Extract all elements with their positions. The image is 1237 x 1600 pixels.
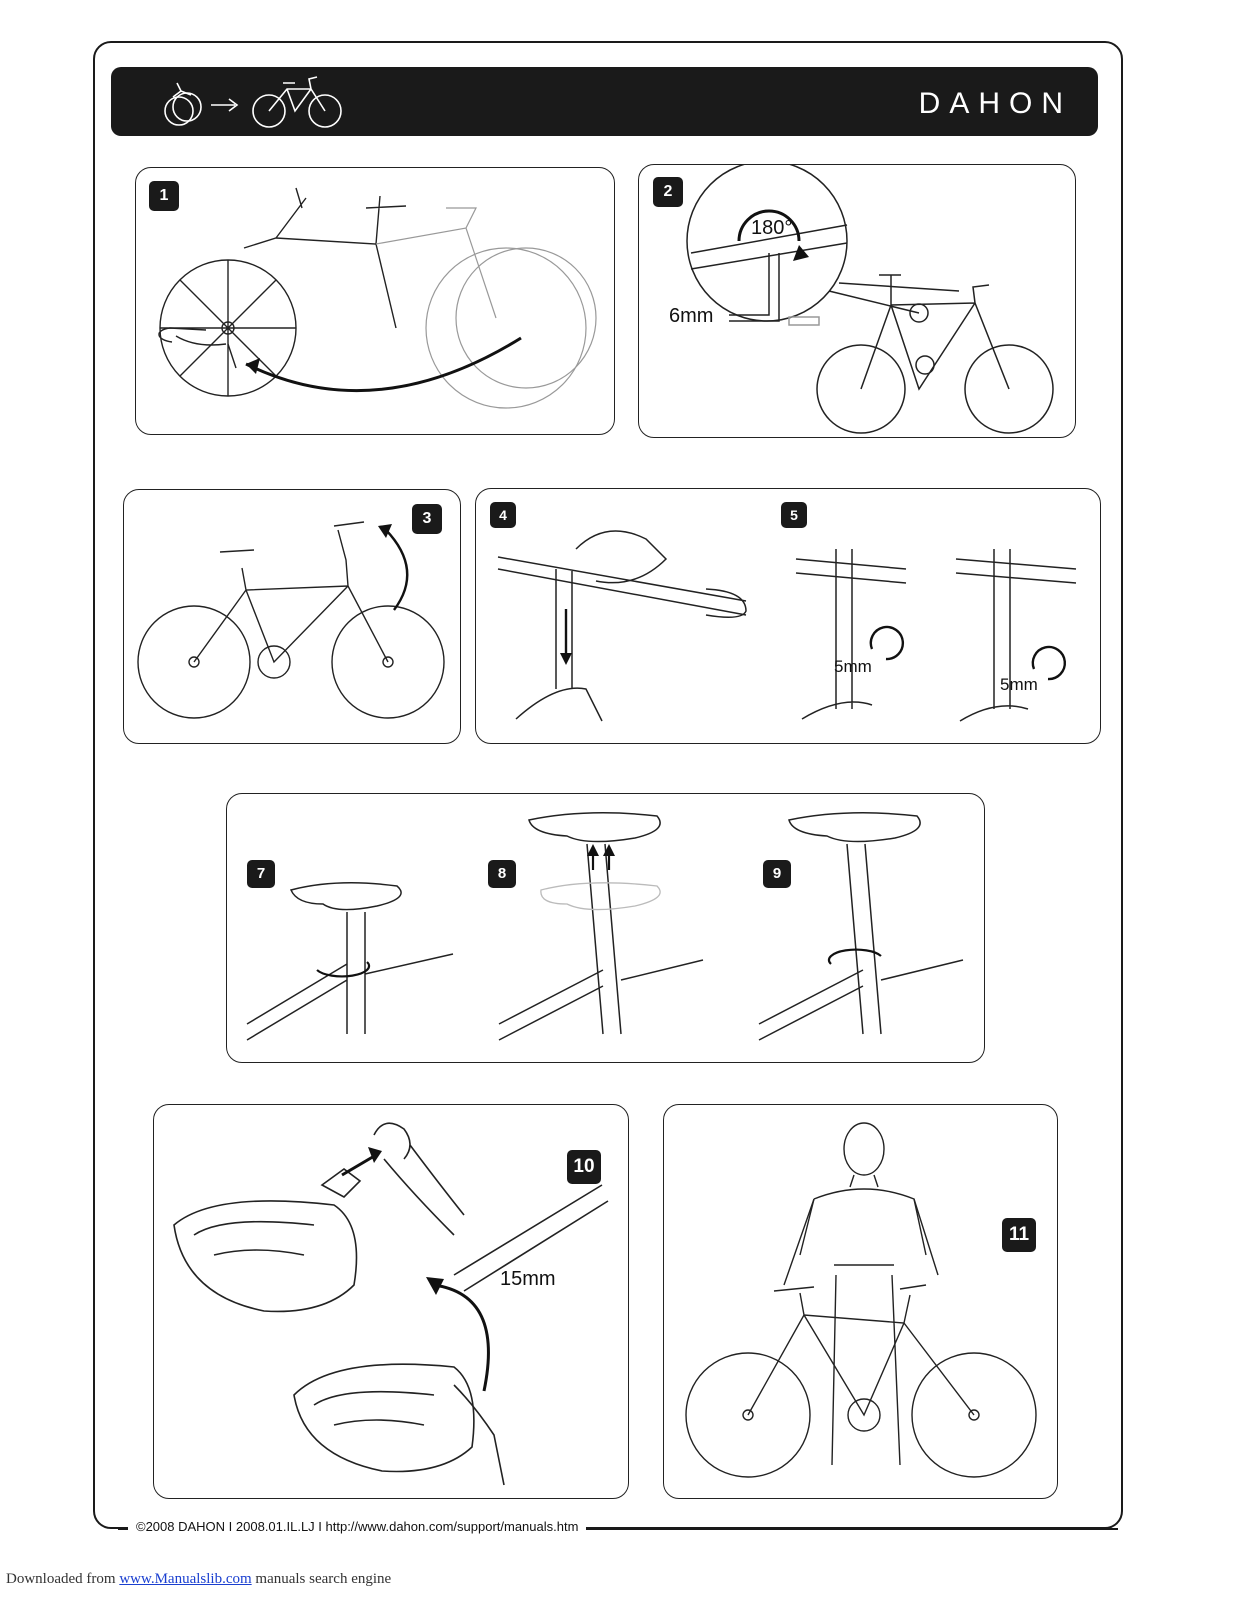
step-11-illustration (685, 1122, 1037, 1478)
download-prefix: Downloaded from (6, 1571, 120, 1587)
step-7-8-9-panel: 7 8 9 (226, 793, 985, 1063)
step-3-illustration (137, 521, 445, 719)
footer-rule (118, 1528, 1118, 1530)
download-credit: Downloaded from www.Manualslib.com manua… (6, 1571, 391, 1588)
footer: ©2008 DAHON I 2008.01.IL.LJ I http://www… (118, 1519, 1118, 1541)
step-number-badge: 11 (1002, 1218, 1036, 1252)
download-suffix: manuals search engine (251, 1571, 392, 1587)
step-10-panel: 10 15mm (153, 1104, 629, 1499)
step-1-illustration (158, 187, 597, 409)
rotation-angle-label: 180° (751, 217, 793, 239)
manualslib-link[interactable]: www.Manualslib.com (119, 1571, 252, 1587)
hex-key-size-label: 5mm (834, 657, 872, 676)
footer-copyright: ©2008 DAHON I 2008.01.IL.LJ I http://www… (128, 1519, 587, 1534)
step-7-8-9-illustration (246, 812, 964, 1041)
wrench-size-label: 15mm (500, 1268, 556, 1290)
step-3-panel: 3 (123, 489, 461, 744)
step-4-5-illustration (497, 530, 1077, 722)
fold-to-bike-icon (164, 76, 342, 128)
step-number-badge: 7 (247, 860, 275, 888)
step-2-panel: 2 180° 6mm (638, 164, 1076, 438)
hex-key-size-label: 5mm (1000, 675, 1038, 694)
step-number-badge: 4 (490, 502, 516, 528)
step-number-badge: 8 (488, 860, 516, 888)
step-number-badge: 3 (412, 504, 442, 534)
step-number-badge: 1 (149, 181, 179, 211)
step-number-badge: 5 (781, 502, 807, 528)
step-number-badge: 10 (567, 1150, 601, 1184)
step-number-badge: 9 (763, 860, 791, 888)
step-number-badge: 2 (653, 177, 683, 207)
hex-key-size-label: 6mm (669, 305, 714, 327)
brand-logo: DAHON (918, 87, 1072, 120)
step-10-illustration (173, 1122, 609, 1486)
header-bar: DAHON (111, 67, 1098, 136)
step-1-panel: 1 (135, 167, 615, 435)
step-4-5-panel: 4 5 5mm 5mm (475, 488, 1101, 744)
step-11-panel: 11 (663, 1104, 1058, 1499)
step-2-illustration (686, 165, 1054, 434)
